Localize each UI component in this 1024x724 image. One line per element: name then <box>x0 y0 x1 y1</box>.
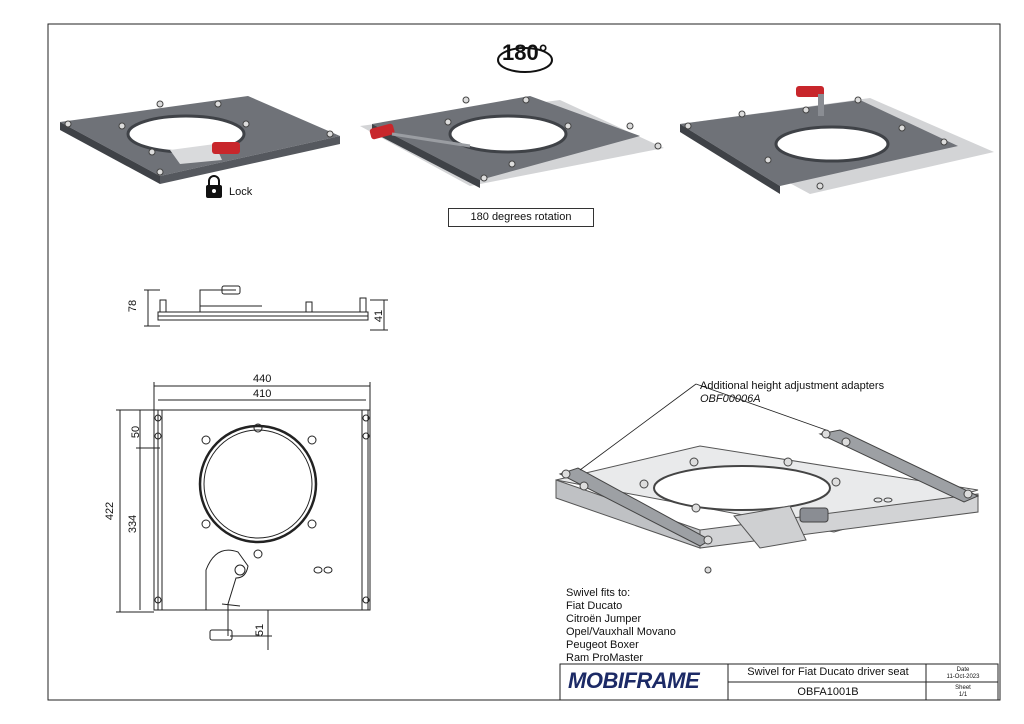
lock-label: Lock <box>229 186 253 198</box>
dim-width-inner: 410 <box>253 388 272 400</box>
sheet-border <box>47 23 1001 701</box>
render-locked-plate <box>60 96 340 184</box>
compatibility-model: Fiat Ducato <box>566 600 623 612</box>
date-value: 11-Oct-2023 <box>946 674 980 680</box>
sheet-label: Sheet <box>955 685 971 691</box>
compatibility-model: Opel/Vauxhall Movano <box>566 626 676 638</box>
compatibility-heading: Swivel fits to: <box>566 587 631 599</box>
callout-adapters-title: Additional height adjustment adapters <box>700 380 885 392</box>
drawing-title: Swivel for Fiat Ducato driver seat <box>747 666 909 678</box>
dim-width-outer: 440 <box>253 373 272 385</box>
render-rotated-plate <box>680 86 994 194</box>
rotation-caption: 180 degrees rotation <box>448 208 594 227</box>
callout-adapters-code: OBF00006A <box>700 393 761 405</box>
compatibility-model: Ram ProMaster <box>566 652 644 664</box>
compatibility-list: Swivel fits to: Fiat Ducato Citroën Jump… <box>566 587 676 665</box>
drawing-code: OBFA1001B <box>797 686 859 698</box>
title-block <box>559 663 999 701</box>
compatibility-model: Peugeot Boxer <box>566 639 639 651</box>
date-label: Date <box>956 667 970 673</box>
dim-length-inner: 334 <box>127 514 140 534</box>
sheet-value: 1/1 <box>958 692 968 698</box>
lock-icon <box>206 175 222 198</box>
side-view-drawing <box>144 285 388 331</box>
isometric-assembly-render <box>555 383 980 574</box>
top-view-drawing <box>116 382 371 650</box>
rotation-badge-ring <box>497 47 553 73</box>
render-rotating-plate <box>360 96 664 188</box>
dim-length-outer: 422 <box>104 501 117 521</box>
rotation-badge-text: 180° <box>502 40 548 65</box>
dim-side-height-total: 78 <box>127 299 140 313</box>
dim-bottom-offset: 51 <box>254 623 267 637</box>
compatibility-model: Citroën Jumper <box>566 613 642 625</box>
dim-side-height-frame: 41 <box>373 309 386 323</box>
dim-top-offset: 50 <box>130 425 143 439</box>
brand-logo: MOBIFRAME <box>568 668 700 693</box>
